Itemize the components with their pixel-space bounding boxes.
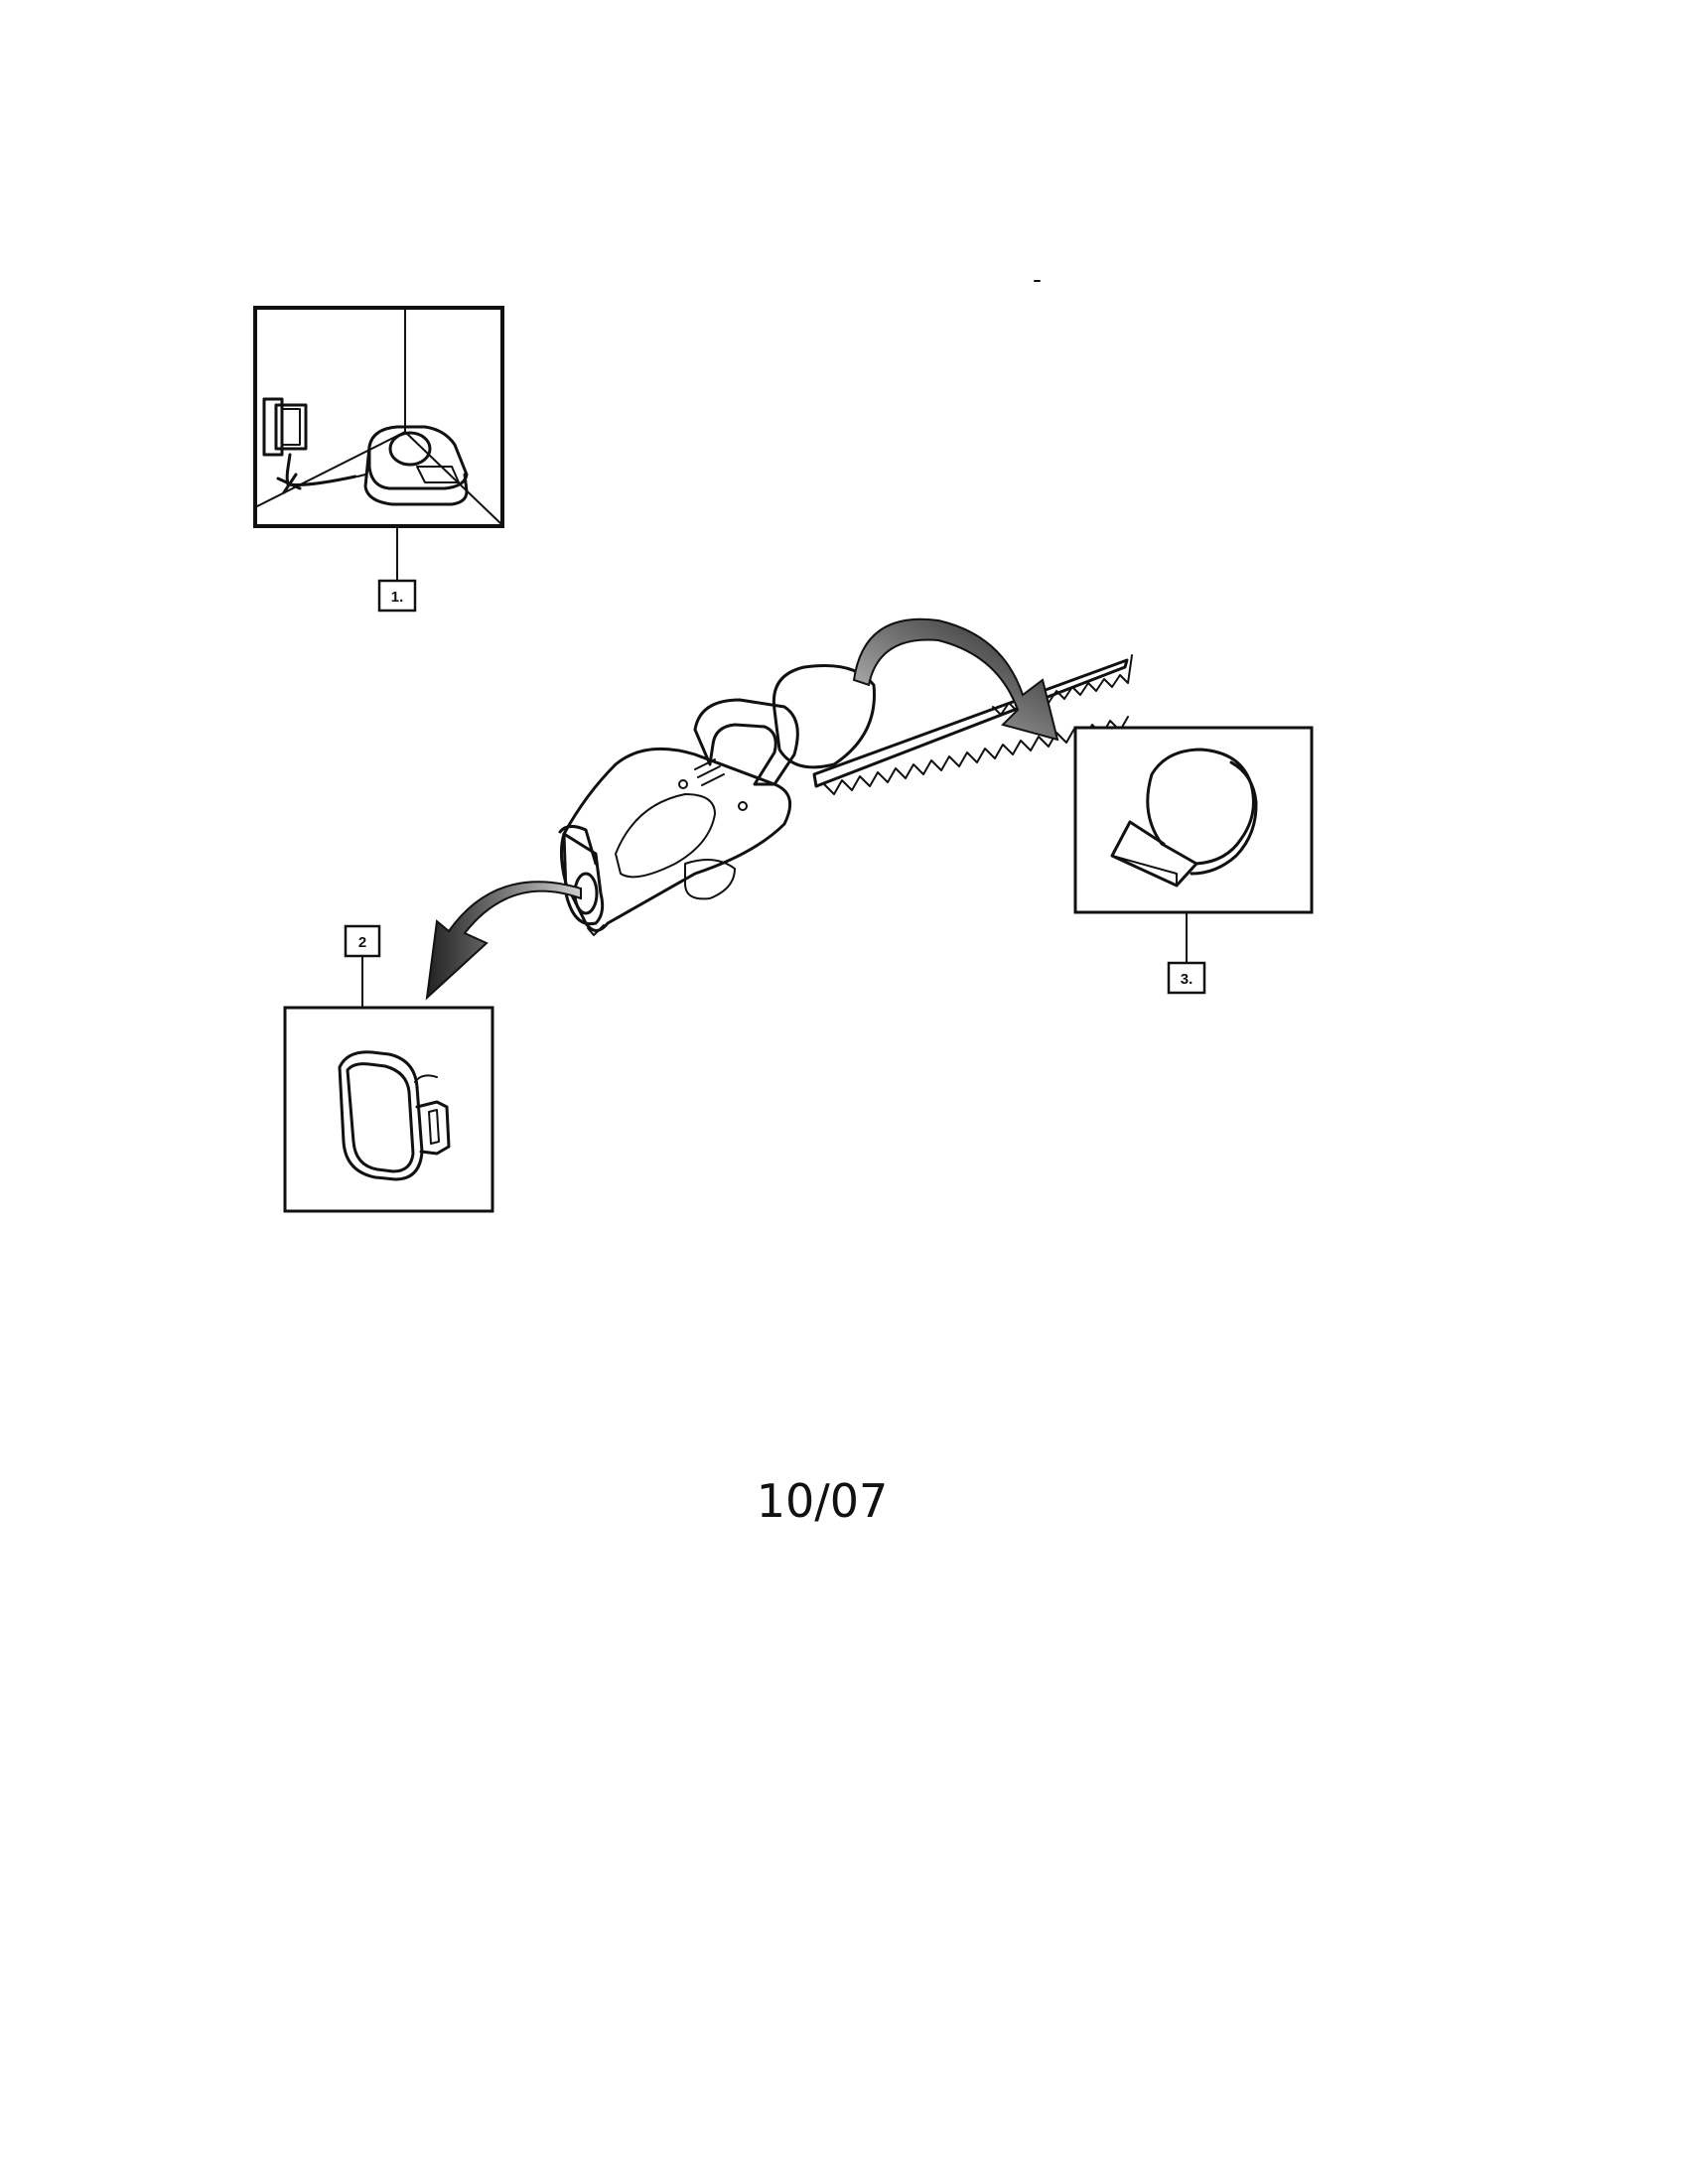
footer-date: 10/07 xyxy=(757,1474,889,1528)
callout-label-3: 3. xyxy=(1181,971,1193,988)
arrow-to-battery-icon xyxy=(425,881,582,1001)
blade-guard-panel xyxy=(1073,726,1314,914)
battery-panel xyxy=(283,1006,494,1213)
charger-icon xyxy=(356,425,469,506)
callout-label-1: 1. xyxy=(391,589,404,606)
arrow-to-blade-guard-icon xyxy=(852,617,1059,742)
wall-adapter-icon xyxy=(262,397,308,457)
blade-guard-icon xyxy=(1110,748,1258,887)
battery-icon xyxy=(338,1050,451,1181)
callout-label-2: 2 xyxy=(358,934,366,951)
charger-panel xyxy=(253,306,504,528)
